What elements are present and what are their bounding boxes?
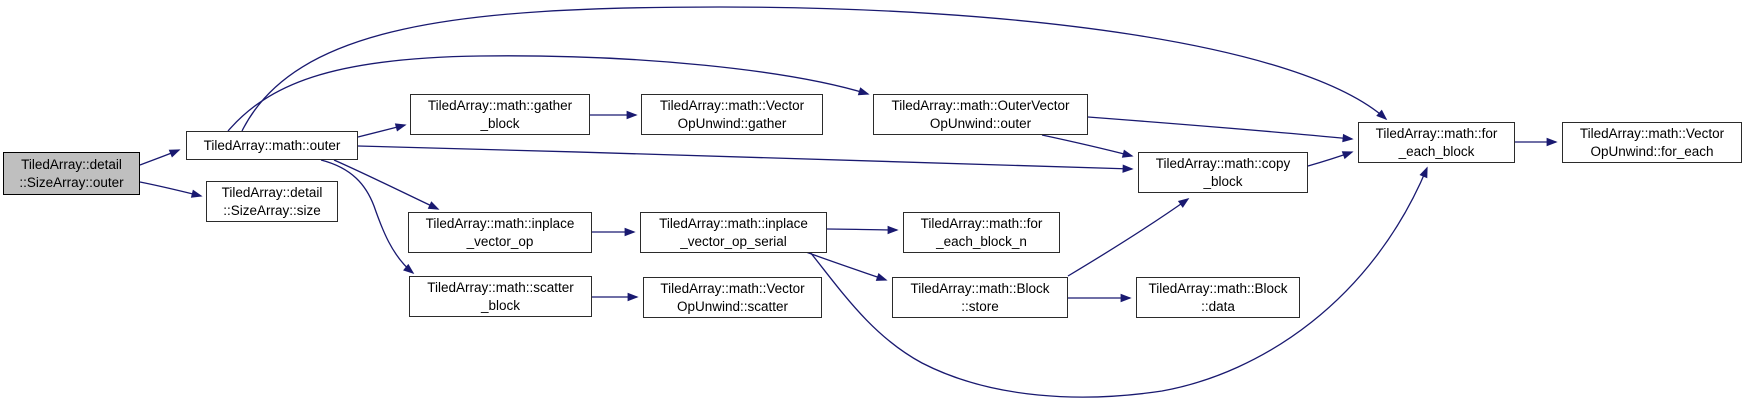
node-block-data-label: TiledArray::math::Block ::data (1148, 281, 1288, 314)
node-inplace-vector-op-serial-label: TiledArray::math::inplace _vector_op_ser… (659, 216, 808, 249)
node-inplace-vector-op[interactable]: TiledArray::math::inplace _vector_op (408, 212, 592, 253)
edge-math-outer-to-scatter-block (320, 159, 415, 275)
node-vectoropunwind-scatter[interactable]: TiledArray::math::Vector OpUnwind::scatt… (643, 277, 822, 318)
edge-math-outer-to-inplace-vector-op (333, 159, 440, 210)
node-for-each-block-n-label: TiledArray::math::for _each_block_n (920, 216, 1043, 249)
node-copy-block-label: TiledArray::math::copy _block (1155, 156, 1291, 189)
edge-serial-to-for-each-block-n (826, 225, 899, 235)
node-copy-block[interactable]: TiledArray::math::copy _block (1138, 152, 1308, 193)
edge-math-outer-to-gather-block (357, 123, 407, 138)
node-block-store[interactable]: TiledArray::math::Block ::store (892, 277, 1068, 318)
node-vectoropunwind-scatter-label: TiledArray::math::Vector OpUnwind::scatt… (660, 281, 805, 314)
edge-math-outer-to-copy-block (357, 145, 1134, 173)
edge-math-outer-to-for-each-block (241, 6, 1388, 132)
node-math-outer-label: TiledArray::math::outer (203, 137, 341, 153)
node-gather-block[interactable]: TiledArray::math::gather _block (410, 94, 590, 135)
node-for-each-block-label: TiledArray::math::for _each_block (1375, 126, 1498, 159)
node-math-outer[interactable]: TiledArray::math::outer (186, 131, 358, 160)
node-vectoropunwind-for-each-label: TiledArray::math::Vector OpUnwind::for_e… (1579, 126, 1725, 159)
node-for-each-block[interactable]: TiledArray::math::for _each_block (1358, 122, 1515, 163)
node-inplace-vector-op-serial[interactable]: TiledArray::math::inplace _vector_op_ser… (640, 212, 827, 253)
node-scatter-block[interactable]: TiledArray::math::scatter _block (409, 276, 592, 317)
edge-outervector-outer-to-copy-block (1041, 134, 1134, 158)
edge-serial-to-for-each-block (809, 166, 1428, 398)
node-outervectoropunwind-outer[interactable]: TiledArray::math::OuterVector OpUnwind::… (873, 94, 1088, 135)
node-sizearray-size[interactable]: TiledArray::detail ::SizeArray::size (206, 181, 338, 222)
node-vectoropunwind-for-each[interactable]: TiledArray::math::Vector OpUnwind::for_e… (1562, 122, 1742, 163)
node-sizearray-outer-label: TiledArray::detail ::SizeArray::outer (19, 157, 124, 190)
edge-sizearray-outer-to-math-outer (139, 149, 181, 166)
edge-copy-block-to-for-each-block (1307, 151, 1354, 167)
node-for-each-block-n[interactable]: TiledArray::math::for _each_block_n (903, 212, 1060, 253)
node-vectoropunwind-gather-label: TiledArray::math::Vector OpUnwind::gathe… (659, 98, 805, 131)
node-sizearray-outer: TiledArray::detail ::SizeArray::outer (3, 152, 140, 195)
node-sizearray-size-label: TiledArray::detail ::SizeArray::size (221, 185, 323, 218)
node-block-store-label: TiledArray::math::Block ::store (910, 281, 1050, 314)
node-inplace-vector-op-label: TiledArray::math::inplace _vector_op (425, 216, 575, 249)
edge-sizearray-outer-to-sizearray-size (139, 181, 203, 198)
edge-outervector-outer-to-for-each-block (1087, 116, 1354, 143)
node-block-data[interactable]: TiledArray::math::Block ::data (1136, 277, 1300, 318)
edge-block-store-to-copy-block (1067, 198, 1190, 277)
edge-math-outer-to-outervector-outer (227, 55, 870, 132)
node-vectoropunwind-gather[interactable]: TiledArray::math::Vector OpUnwind::gathe… (641, 94, 823, 135)
node-gather-block-label: TiledArray::math::gather _block (427, 98, 573, 131)
edge-serial-to-block-store (805, 251, 888, 281)
node-outervectoropunwind-outer-label: TiledArray::math::OuterVector OpUnwind::… (891, 98, 1070, 131)
node-scatter-block-label: TiledArray::math::scatter _block (427, 280, 574, 313)
